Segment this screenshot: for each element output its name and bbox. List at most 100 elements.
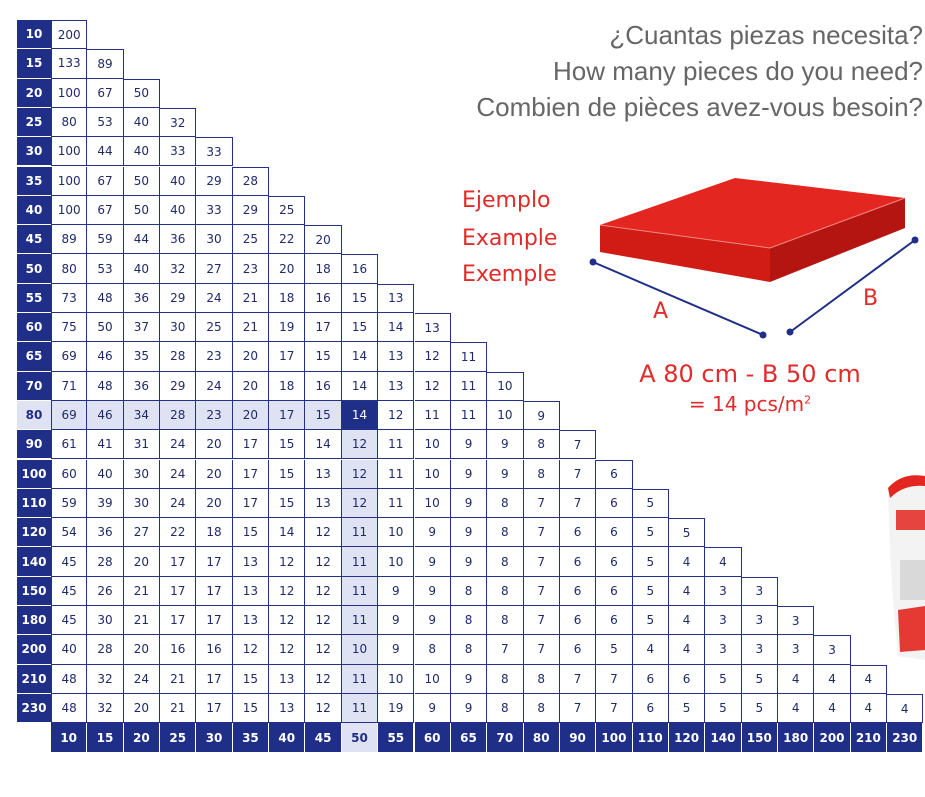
table-cell: 32 (87, 664, 124, 694)
table-cell: 11 (450, 371, 488, 401)
table-cell: 14 (378, 313, 415, 343)
column-header: 45 (305, 723, 342, 753)
table-cell: 59 (87, 225, 124, 255)
table-cell: 6 (632, 664, 669, 694)
table-cell: 14 (269, 518, 306, 548)
table-cell: 15 (341, 283, 379, 313)
table-cell: 4 (814, 664, 851, 694)
table-cell: 53 (87, 254, 124, 284)
table-cell: 17 (160, 576, 197, 606)
table-cell: 36 (123, 283, 161, 313)
table-cell: 61 (51, 430, 88, 460)
table-cell: 17 (196, 547, 233, 577)
table-cell: 7 (487, 635, 524, 665)
table-cell: 27 (123, 518, 161, 548)
table-cell: 15 (269, 488, 306, 519)
table-cell: 11 (341, 576, 379, 606)
table-cell: 7 (559, 488, 597, 519)
table-cell: 13 (378, 283, 415, 313)
table-cell: 9 (378, 576, 415, 606)
dimension-b-label: B (863, 286, 878, 311)
column-header: 50 (341, 723, 379, 753)
table-cell: 44 (87, 137, 124, 167)
table-cell: 21 (160, 693, 197, 724)
table-cell: 7 (523, 547, 560, 577)
table-cell: 4 (668, 576, 706, 606)
table-cell: 25 (232, 225, 270, 255)
table-cell: 7 (523, 518, 560, 548)
table-cell: 7 (596, 693, 633, 724)
table-cell: 12 (269, 547, 306, 577)
table-cell: 6 (596, 518, 633, 548)
table-cell: 11 (341, 664, 379, 694)
table-cell: 6 (559, 576, 597, 606)
table-cell: 13 (269, 664, 306, 694)
row-header: 60 (17, 313, 51, 343)
column-header: 150 (741, 723, 778, 753)
table-cell: 30 (87, 606, 124, 636)
table-cell: 40 (51, 635, 88, 665)
table-cell: 80 (51, 254, 88, 284)
table-cell: 6 (559, 547, 597, 577)
table-cell: 11 (378, 459, 415, 489)
table-cell: 9 (450, 488, 488, 519)
table-cell: 53 (87, 107, 124, 138)
table-cell: 9 (450, 459, 488, 489)
table-cell: 48 (51, 693, 88, 724)
table-cell: 100 (51, 78, 88, 108)
table-cell: 8 (487, 518, 524, 548)
table-cell: 12 (269, 606, 306, 636)
example-result-superscript: 2 (804, 393, 812, 407)
table-cell: 33 (160, 137, 197, 167)
table-cell: 12 (305, 576, 342, 606)
table-cell: 48 (87, 371, 124, 401)
column-header: 100 (596, 723, 633, 753)
table-cell: 23 (196, 342, 233, 372)
table-cell: 20 (232, 400, 270, 431)
table-cell: 29 (232, 195, 270, 226)
table-cell: 8 (487, 606, 524, 636)
table-cell: 5 (632, 518, 669, 548)
table-cell: 40 (160, 195, 197, 226)
table-cell: 13 (232, 547, 270, 577)
table-cell: 9 (414, 576, 451, 606)
table-cell: 7 (559, 459, 597, 489)
table-cell: 5 (632, 488, 669, 519)
column-header: 10 (51, 723, 88, 753)
table-cell: 10 (414, 488, 451, 519)
row-header: 90 (17, 430, 51, 460)
table-cell: 50 (123, 78, 161, 108)
row-header: 110 (17, 488, 51, 519)
table-cell: 45 (51, 606, 88, 636)
table-cell: 8 (523, 693, 560, 724)
table-cell: 3 (705, 635, 742, 665)
table-cell: 6 (596, 576, 633, 606)
table-cell: 25 (196, 313, 233, 343)
example-label-es: Ejemplo (462, 188, 551, 213)
table-cell: 89 (51, 225, 88, 255)
table-cell: 100 (51, 166, 88, 196)
table-cell: 39 (87, 488, 124, 519)
table-cell: 16 (305, 283, 342, 313)
table-cell: 11 (414, 400, 451, 431)
example-pieces-per-m2: = 14 pcs/m2 (600, 392, 900, 416)
table-cell: 40 (87, 459, 124, 489)
table-cell: 7 (559, 664, 597, 694)
row-header: 210 (17, 664, 51, 694)
table-cell: 11 (378, 430, 415, 460)
table-cell: 24 (160, 459, 197, 489)
table-cell: 12 (269, 576, 306, 606)
table-cell: 9 (450, 693, 488, 724)
table-cell: 50 (87, 313, 124, 343)
table-cell: 100 (51, 195, 88, 226)
table-cell: 4 (887, 693, 924, 724)
table-cell: 12 (305, 606, 342, 636)
table-cell: 10 (487, 400, 524, 431)
table-cell: 45 (51, 547, 88, 577)
table-cell: 8 (523, 664, 560, 694)
example-dimensions: A 80 cm - B 50 cm (639, 360, 861, 388)
table-cell: 36 (123, 371, 161, 401)
table-cell: 32 (87, 693, 124, 724)
table-cell: 18 (305, 254, 342, 284)
table-cell: 15 (305, 342, 342, 372)
